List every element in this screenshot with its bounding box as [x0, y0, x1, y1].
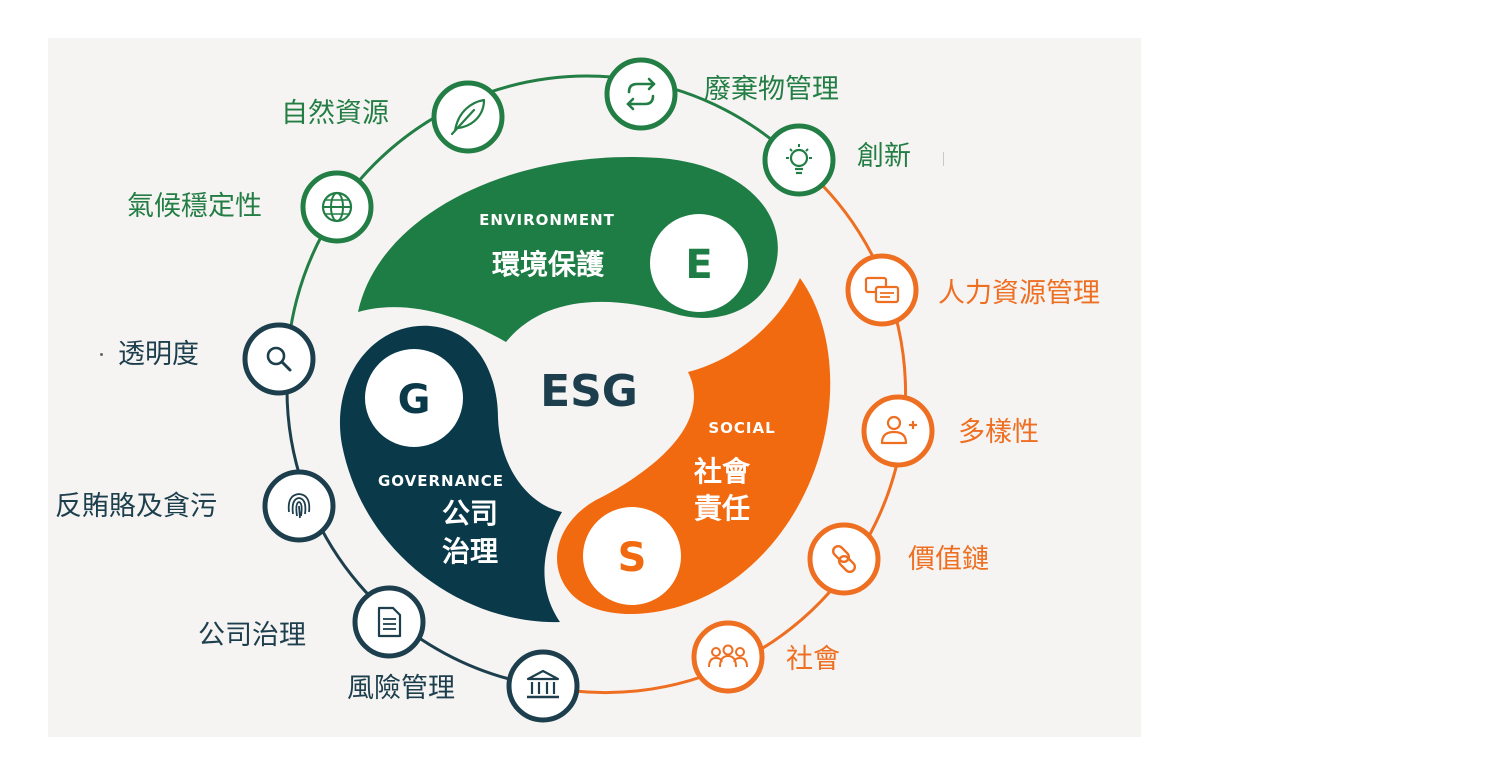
topic-label-human-resources: 人力資源管理 — [938, 278, 1100, 309]
environment-letter: E — [685, 242, 712, 288]
environment-letter-circle — [650, 214, 748, 312]
stray-dot — [100, 353, 103, 356]
topic-label-corporate-governance: 公司治理 — [198, 620, 306, 651]
environment-heading: ENVIRONMENT — [479, 211, 615, 229]
topic-label-innovation: 創新 — [857, 141, 911, 172]
center-title: ESG — [540, 366, 638, 417]
topic-label-risk-management: 風險管理 — [347, 673, 455, 704]
governance-label-line2: 治理 — [442, 535, 498, 568]
social-letter: S — [618, 535, 647, 581]
lightbulb-icon — [762, 123, 836, 197]
ring-arc-governance — [285, 385, 544, 688]
social-letter-circle — [583, 507, 681, 605]
environment-label: 環境保護 — [492, 248, 605, 281]
social-label-line1: 社會 — [694, 455, 751, 488]
governance-letter: G — [398, 377, 431, 423]
topic-label-diversity: 多樣性 — [958, 417, 1039, 448]
topic-label-value-chain: 價值鏈 — [908, 544, 989, 575]
topic-label-transparency: 透明度 — [118, 339, 199, 370]
topic-label-anti-corruption: 反賄賂及貪污 — [55, 491, 217, 522]
search-icon — [242, 322, 316, 396]
social-label-line2: 責任 — [694, 492, 750, 525]
stray-tick — [943, 152, 944, 166]
governance-label-line1: 公司 — [442, 497, 498, 530]
governance-letter-circle — [365, 349, 463, 447]
governance-heading: GOVERNANCE — [378, 472, 504, 490]
leaf-icon — [431, 80, 505, 154]
recycle-icon — [604, 57, 678, 131]
social-heading: SOCIAL — [708, 419, 775, 437]
topic-label-society: 社會 — [786, 644, 840, 675]
topic-label-climate-stability: 氣候穩定性 — [127, 191, 262, 222]
topic-label-natural-resources: 自然資源 — [281, 98, 389, 129]
globe-icon — [300, 170, 374, 244]
bank-icon — [506, 649, 580, 723]
diagram-background — [48, 38, 1141, 737]
document-icon — [352, 585, 426, 659]
people-icon — [691, 620, 765, 694]
chat-icon — [845, 253, 919, 327]
topic-label-waste-management: 廢棄物管理 — [704, 74, 839, 105]
add-user-icon — [861, 394, 935, 468]
link-icon — [807, 522, 881, 596]
fingerprint-icon — [262, 469, 336, 543]
